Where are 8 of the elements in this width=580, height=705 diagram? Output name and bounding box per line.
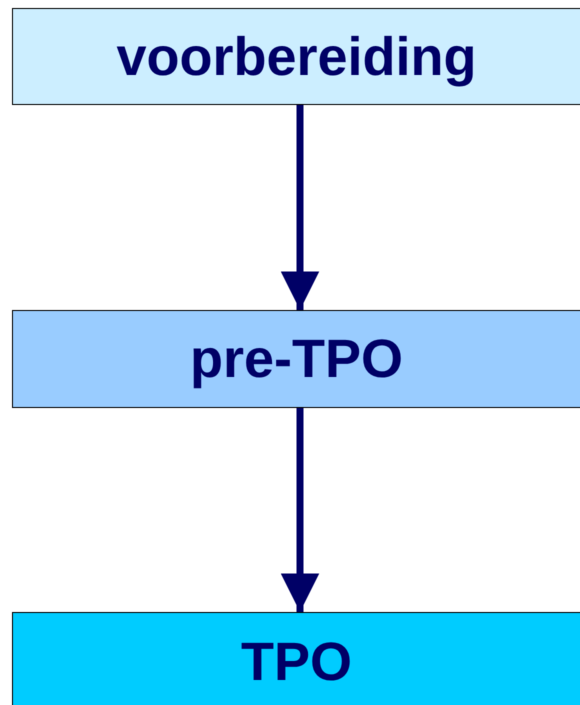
arrow [280,105,320,310]
process-box [12,612,580,705]
arrow [280,408,320,612]
process-box [12,310,580,408]
box-label: TPO [240,631,352,693]
box-label: voorbereiding [116,26,477,88]
box-label: pre-TPO [190,328,404,390]
process-box [12,8,580,105]
